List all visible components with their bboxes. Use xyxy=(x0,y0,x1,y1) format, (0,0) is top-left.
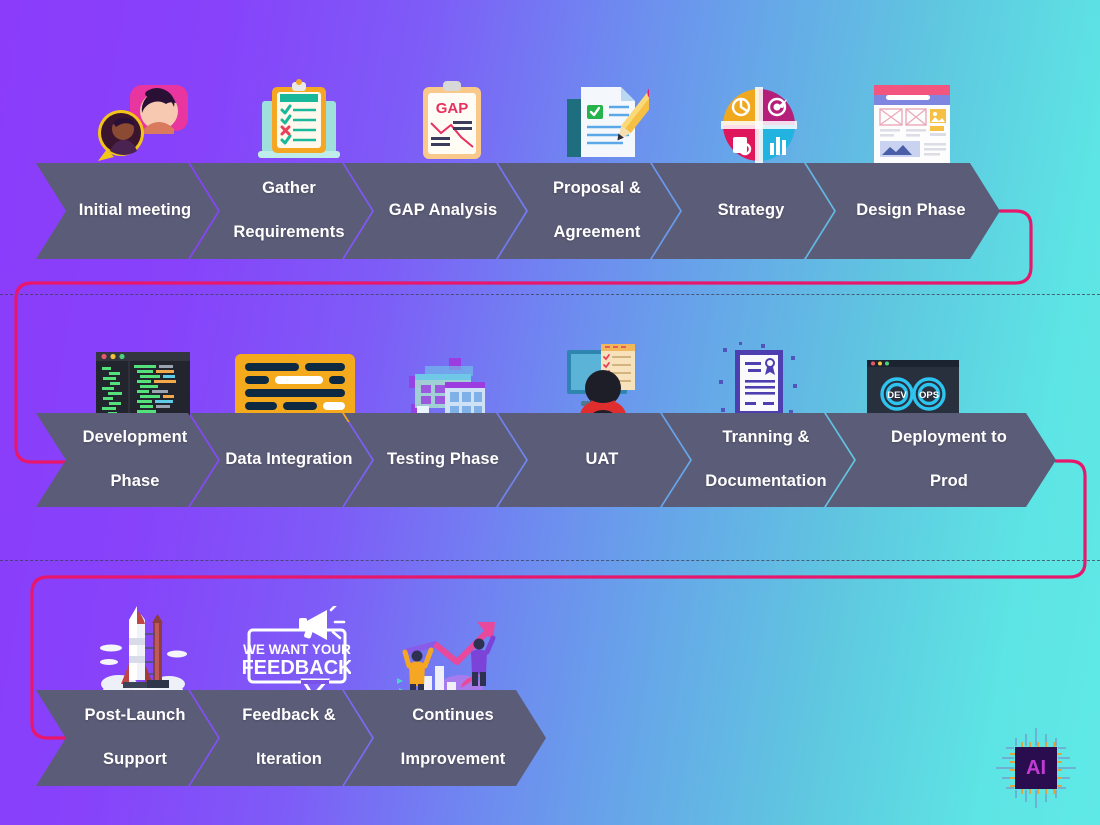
step-testing-phase[interactable]: Testing Phase xyxy=(344,413,526,507)
feedback-megaphone-icon: WE WANT YOUR FEEDBACK xyxy=(243,606,351,698)
icon-slot-uat xyxy=(528,312,678,422)
step-initial-meeting[interactable]: Initial meeting xyxy=(36,163,218,259)
certificate-doc-icon xyxy=(719,342,797,416)
step-label: Data Integration xyxy=(225,450,353,469)
step-gap-analysis[interactable]: GAP Analysis xyxy=(344,163,526,259)
icon-slot-strategy xyxy=(684,55,834,165)
devops-infinity-icon: DEV OPS xyxy=(867,360,959,422)
row-2-icons: DEV OPS xyxy=(0,312,1100,422)
icon-slot-testing-phase xyxy=(374,312,524,422)
step-proposal-agreement[interactable]: Proposal &Agreement xyxy=(498,163,680,259)
testing-windows-icon xyxy=(409,358,485,418)
row-3-icons: WE WANT YOUR FEEDBACK xyxy=(0,588,1100,698)
icon-slot-post-launch-support xyxy=(70,588,220,698)
strategy-pie-icon xyxy=(721,87,797,165)
step-label: Testing Phase xyxy=(387,450,499,469)
data-bars-icon xyxy=(235,354,355,422)
document-pencil-icon xyxy=(567,86,649,157)
step-label: UAT xyxy=(585,450,619,469)
rocket-launch-icon xyxy=(100,606,187,698)
row-1-icons: GAP xyxy=(0,55,1100,165)
growth-chart-icon xyxy=(397,622,496,698)
step-uat[interactable]: UAT xyxy=(498,413,690,507)
row-3: WE WANT YOUR FEEDBACK xyxy=(0,560,1100,825)
step-feedback-iteration[interactable]: Feedback &Iteration xyxy=(190,690,372,786)
row-1: GAP xyxy=(0,0,1100,294)
step-label: GAP Analysis xyxy=(388,201,498,220)
icon-slot-continues-improvement xyxy=(374,588,524,698)
svg-text:GAP: GAP xyxy=(436,100,469,117)
icon-slot-initial-meeting xyxy=(72,55,222,165)
icon-slot-design-phase xyxy=(837,55,987,165)
step-label: Tranning &Documentation xyxy=(705,428,827,490)
icon-slot-deployment-to-prod: DEV OPS xyxy=(838,312,988,422)
gap-report-icon: GAP xyxy=(423,81,481,159)
svg-text:FEEDBACK: FEEDBACK xyxy=(243,657,351,679)
ai-chip-logo: AI xyxy=(988,720,1084,816)
step-data-integration[interactable]: Data Integration xyxy=(190,413,372,507)
clipboard-checklist-icon xyxy=(258,79,340,158)
ai-chip-glow xyxy=(996,728,1076,808)
icon-slot-gather-requirements xyxy=(224,55,374,165)
step-strategy[interactable]: Strategy xyxy=(652,163,834,259)
step-label: Initial meeting xyxy=(78,201,192,220)
icon-slot-training-documentation xyxy=(684,312,834,422)
step-design-phase[interactable]: Design Phase xyxy=(806,163,1000,259)
icon-slot-development-phase xyxy=(68,312,218,422)
svg-text:DEV: DEV xyxy=(887,390,907,401)
step-training-documentation[interactable]: Tranning &Documentation xyxy=(662,413,854,507)
people-chat-icon xyxy=(98,85,188,161)
wireframe-layout-icon xyxy=(874,85,950,165)
icon-slot-data-integration xyxy=(220,312,370,422)
icon-slot-proposal-agreement xyxy=(531,55,681,165)
icon-slot-gap-analysis: GAP xyxy=(377,55,527,165)
icon-slot-feedback-iteration: WE WANT YOUR FEEDBACK xyxy=(222,588,372,698)
user-acceptance-icon xyxy=(567,344,635,422)
svg-text:WE WANT YOUR: WE WANT YOUR xyxy=(243,642,351,657)
code-terminal-icon xyxy=(96,352,190,422)
step-label: Feedback &Iteration xyxy=(242,706,336,768)
step-label: Proposal &Agreement xyxy=(552,179,642,241)
ai-chip-label: AI xyxy=(1026,756,1046,779)
step-label: Strategy xyxy=(717,201,785,220)
step-label: Design Phase xyxy=(856,201,966,220)
svg-text:OPS: OPS xyxy=(919,390,939,401)
